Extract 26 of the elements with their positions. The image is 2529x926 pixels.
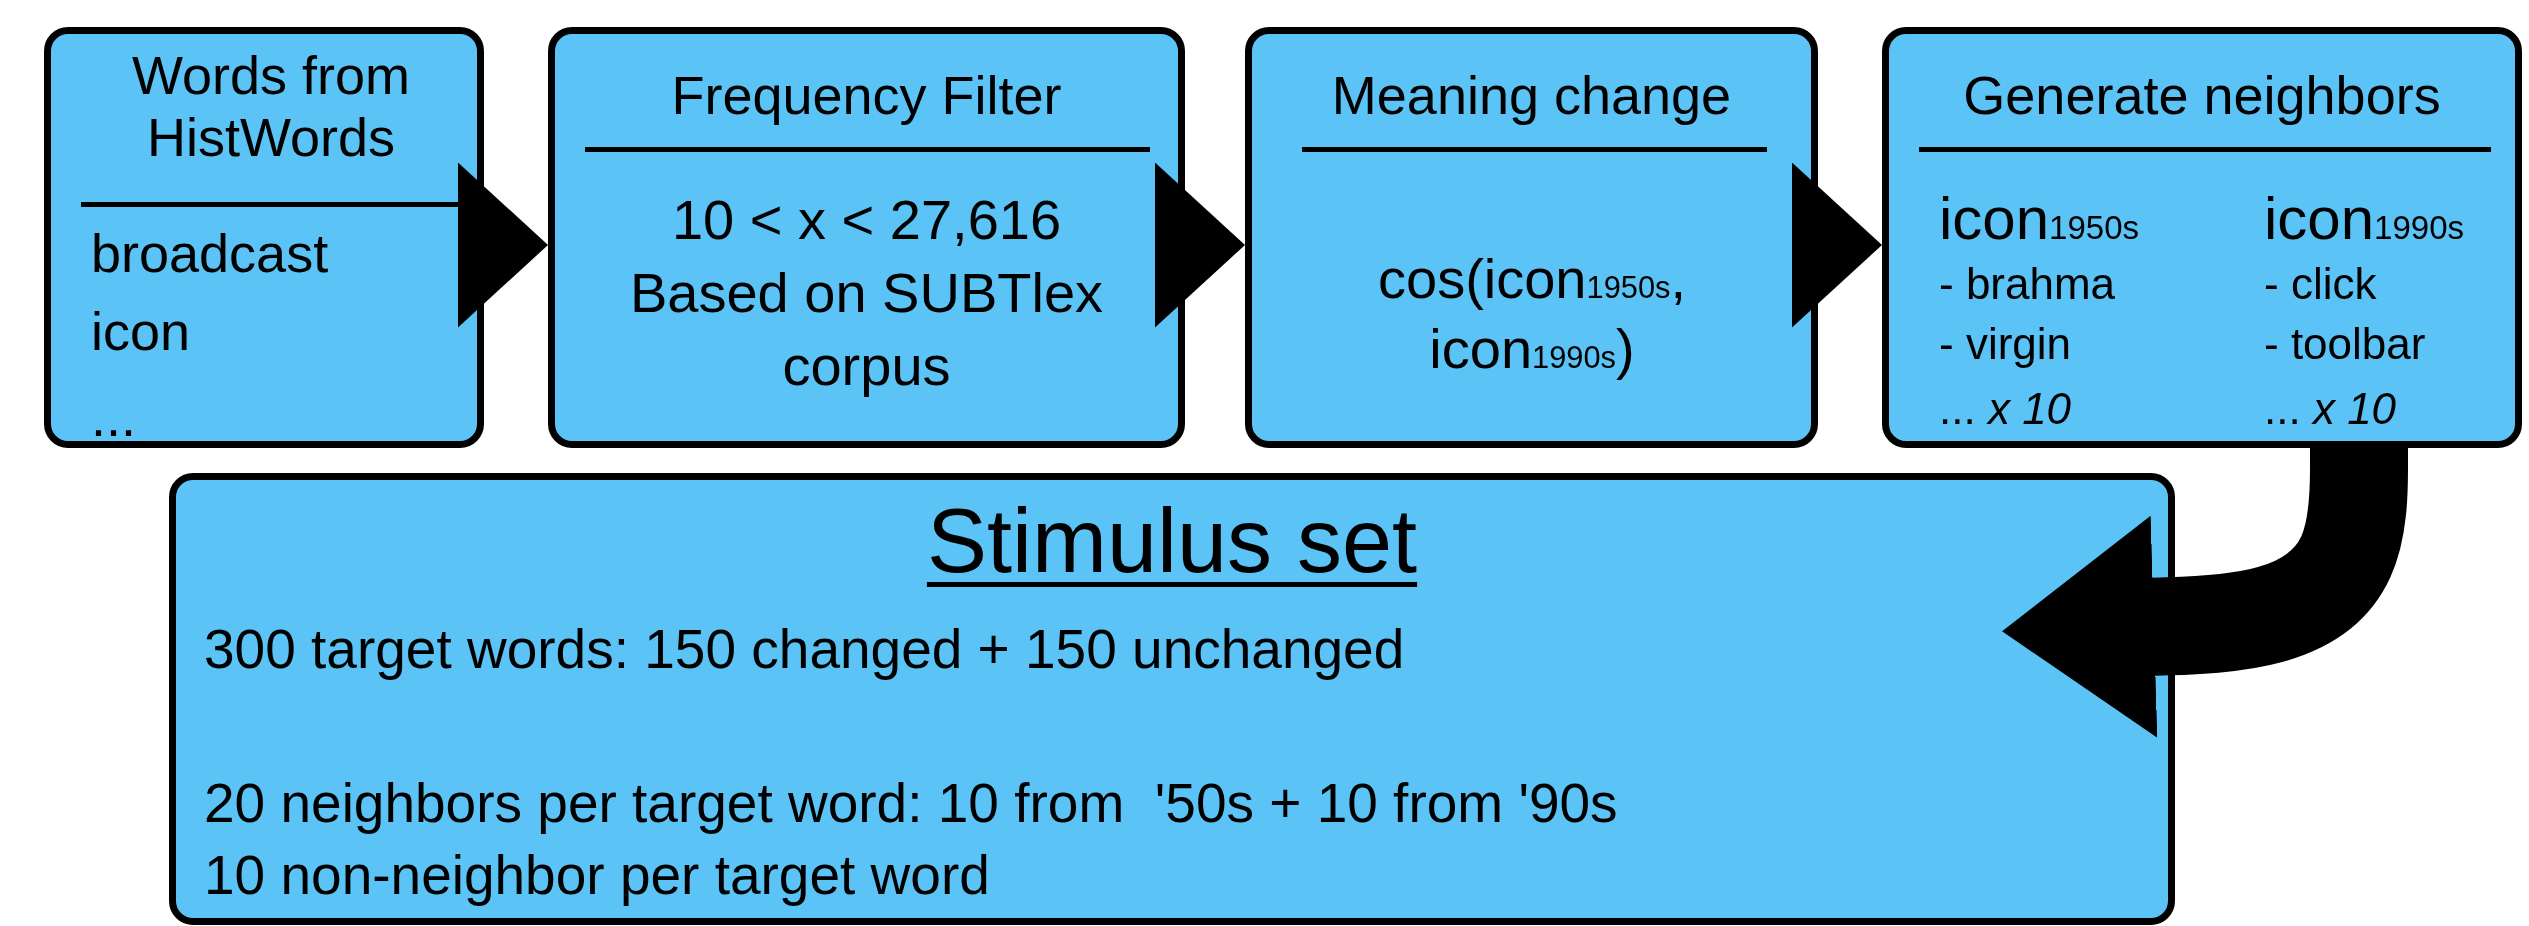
neighbor-word: - virgin [1939, 319, 2072, 370]
filter-description: 10 < x < 27,616 Based on SUBTlex corpus [628, 187, 1105, 399]
box-heading: Frequency Filter [670, 64, 1063, 127]
ellipsis-text: ... [91, 386, 136, 449]
box-heading: Generate neighbors [1962, 64, 2442, 127]
arrow [458, 162, 548, 328]
repeat-note: ... x 10 [1939, 384, 2072, 435]
neighbor-word: - toolbar [2264, 319, 2426, 370]
stimulus-description: 300 target words: 150 changed + 150 unchanged [204, 618, 1405, 682]
process-box [44, 27, 484, 448]
process-box [548, 27, 1185, 448]
word-item: icon [91, 300, 191, 363]
process-box [1882, 27, 2522, 448]
process-box [169, 473, 2175, 925]
box-heading: Words from HistWords [130, 44, 411, 169]
box-heading: Stimulus set [925, 490, 1419, 593]
process-box [1245, 27, 1818, 448]
arrow [1155, 162, 1245, 328]
neighbor-word: - click [2264, 259, 2377, 310]
neighbor-word: - brahma [1939, 259, 2116, 310]
stimulus-description: 10 non-neighbor per target word [204, 844, 990, 908]
arrow [1792, 162, 1882, 328]
word-item: broadcast [91, 222, 329, 285]
repeat-note: ... x 10 [2264, 384, 2397, 435]
box-heading: Meaning change [1330, 64, 1733, 127]
stimulus-description: 20 neighbors per target word: 10 from '50s + 10 from '90s [204, 772, 1618, 836]
